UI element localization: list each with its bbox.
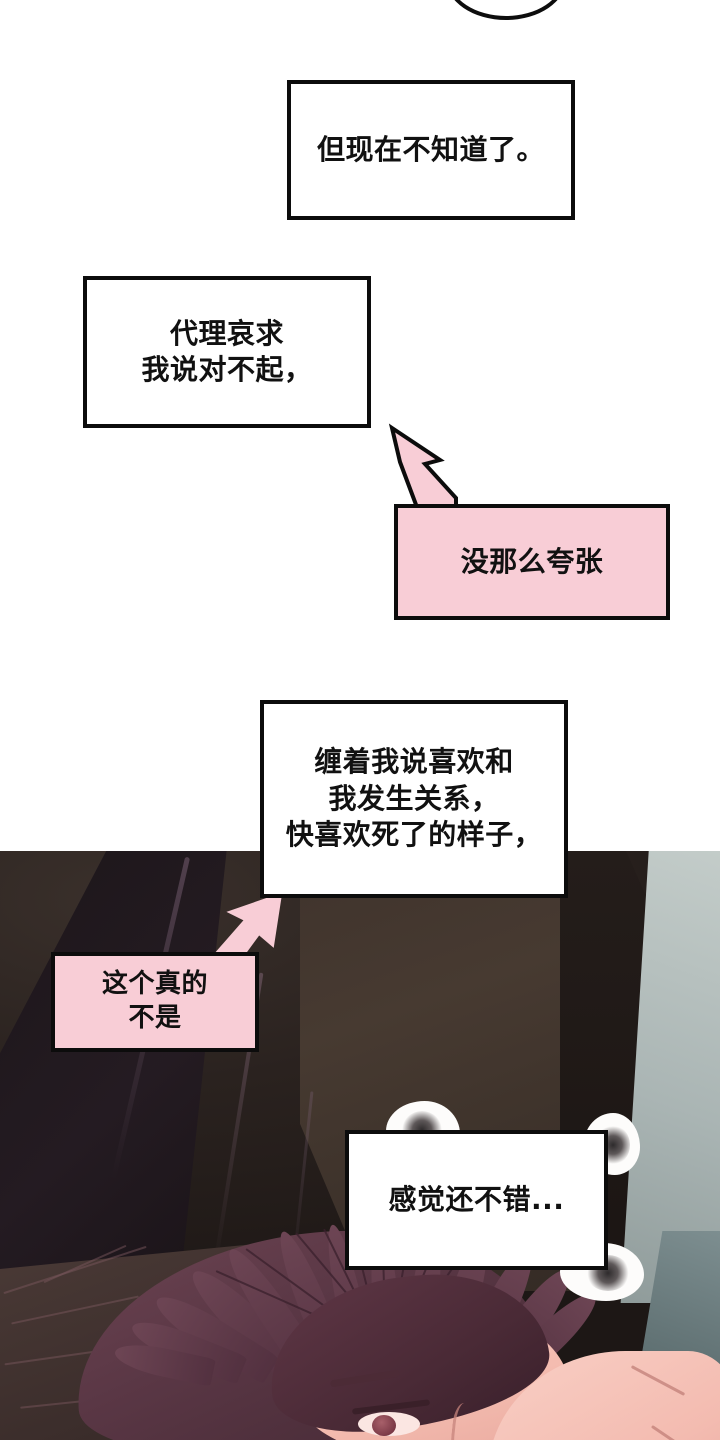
- caption-box-but-now-unknown: 但现在不知道了。: [287, 80, 575, 220]
- skin-contour-line: [650, 1424, 690, 1440]
- caption-text: 代理哀求 我说对不起，: [141, 316, 313, 386]
- caption-text: 缠着我说喜欢和 我发生关系， 快喜欢死了的样子，: [285, 745, 543, 852]
- annotation-text: 这个真的 不是: [101, 969, 208, 1033]
- caption-box-feels-good: 感觉还不错...: [345, 1130, 608, 1270]
- skin-contour-line: [630, 1365, 686, 1396]
- iris: [372, 1415, 396, 1436]
- annotation-box-not-that-much: 没那么夸张: [394, 504, 670, 620]
- speech-bubble-partial: [446, 0, 566, 20]
- caption-box-agent-begging: 代理哀求 我说对不起，: [83, 276, 371, 428]
- caption-box-clinging: 缠着我说喜欢和 我发生关系， 快喜欢死了的样子，: [260, 700, 568, 898]
- caption-text: 但现在不知道了。: [316, 132, 545, 166]
- character-eye: [351, 1396, 431, 1436]
- annotation-box-this-really-not: 这个真的 不是: [51, 952, 259, 1052]
- annotation-text: 没那么夸张: [460, 544, 604, 578]
- caption-text: 感觉还不错...: [388, 1182, 565, 1216]
